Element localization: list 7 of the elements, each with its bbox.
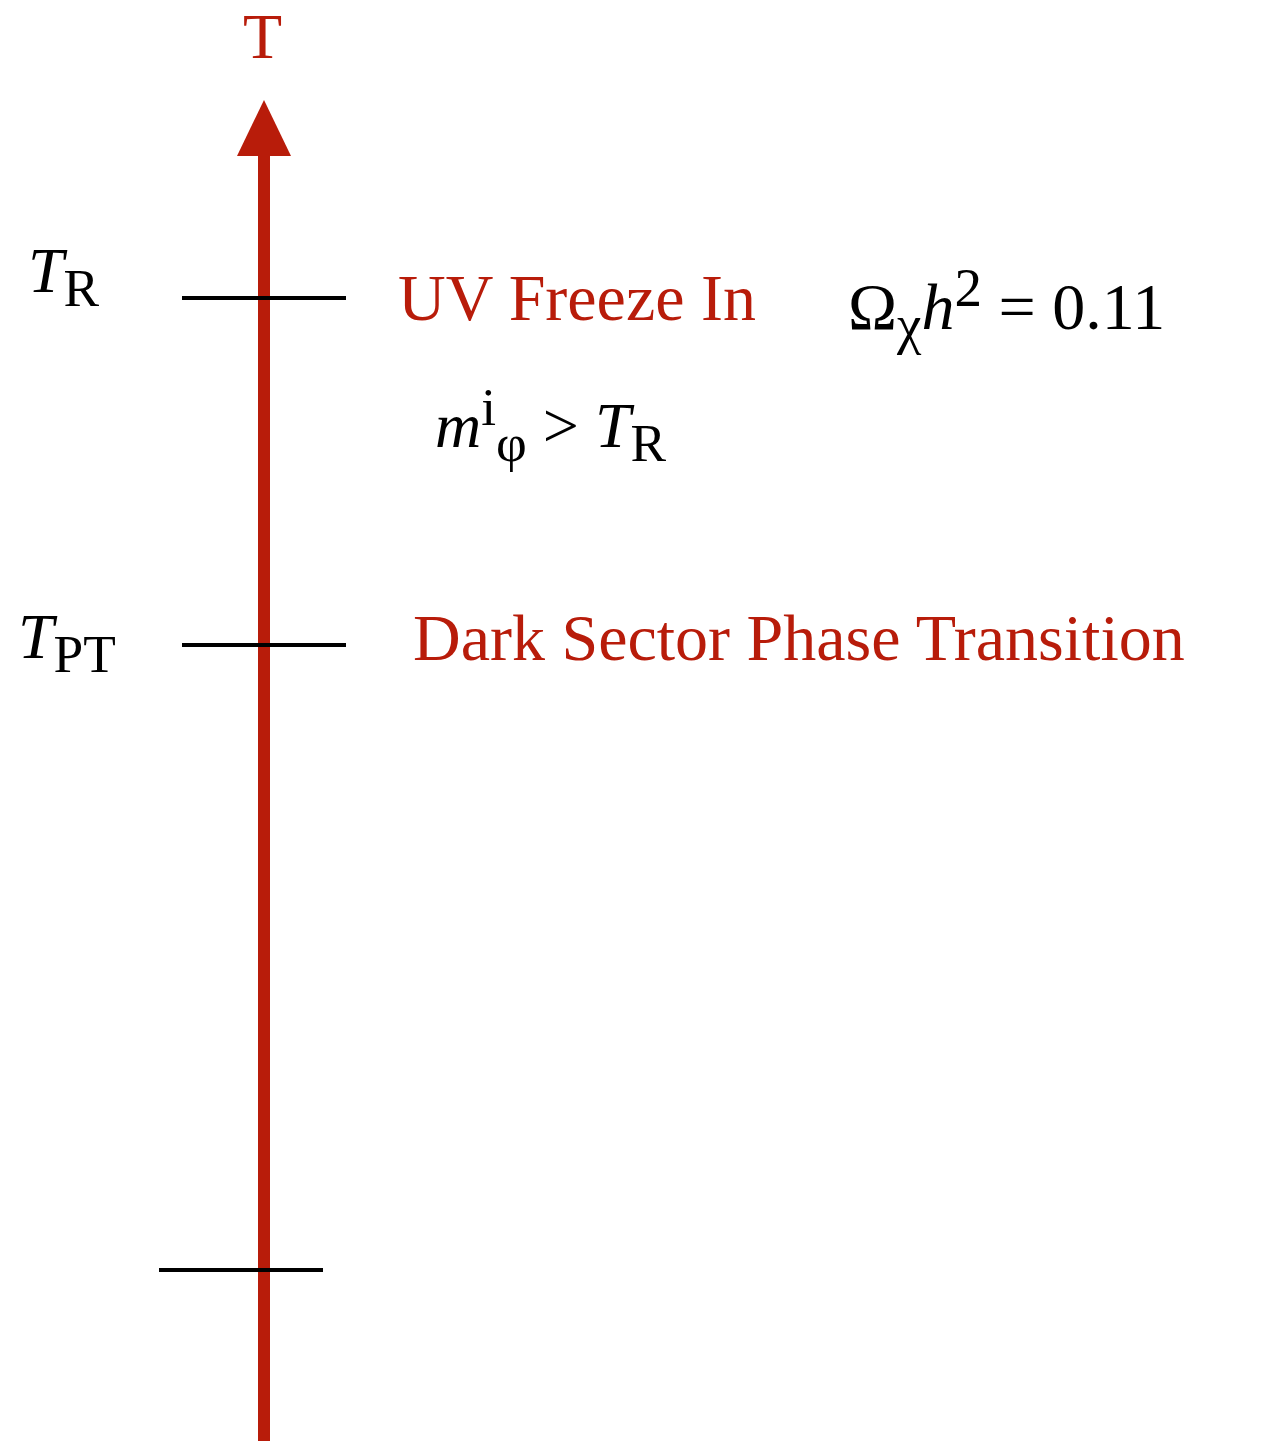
axis-label: T <box>243 2 283 73</box>
equation-text: m$^{i}$$_{φ}$ > T$_{R}$ <box>435 378 667 473</box>
tick-label: T$_{PT}$ <box>18 602 116 684</box>
event-label: Dark Sector Phase Transition <box>413 602 1185 675</box>
equation-text: Ω$_{χ}$h$^{2}$ = 0.11 <box>848 258 1166 356</box>
event-label: UV Freeze In <box>398 262 756 335</box>
tick-label: T$_{R}$ <box>28 236 100 318</box>
